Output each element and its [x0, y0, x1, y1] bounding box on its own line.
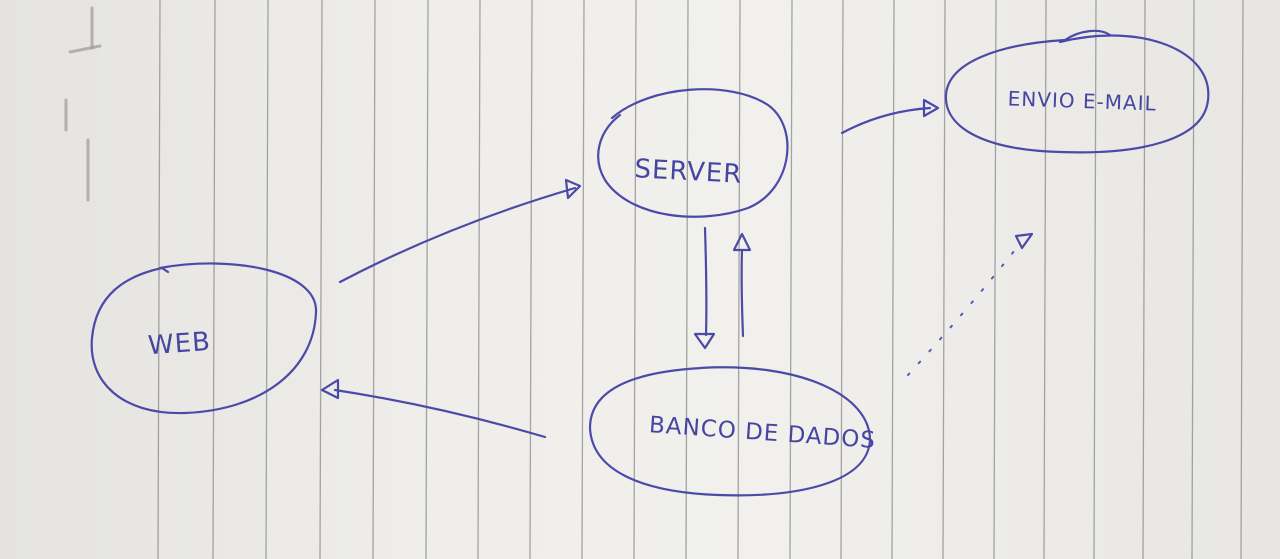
edge-banco-to-web — [320, 378, 547, 439]
pencil-marks — [64, 6, 102, 202]
envio-node-label: ENVIO E-MAIL — [1007, 86, 1157, 115]
edge-web-to-server — [338, 178, 582, 284]
server-node-label: SERVER — [634, 154, 743, 190]
envio-node-ellipse — [944, 29, 1210, 154]
web-node-ellipse — [90, 262, 318, 415]
ruled-lines — [157, 0, 1244, 559]
edge-server-to-envio — [840, 98, 940, 135]
server-node-ellipse — [597, 88, 789, 218]
banco-node-label: BANCO DE DADOS — [648, 412, 876, 454]
edge-server-to-banco — [693, 226, 716, 350]
banco-node-ellipse — [588, 366, 872, 497]
edge-banco-to-server — [732, 232, 752, 338]
web-node-label: WEB — [147, 327, 212, 361]
edge-banco-to-envio-dotted — [907, 232, 1034, 376]
